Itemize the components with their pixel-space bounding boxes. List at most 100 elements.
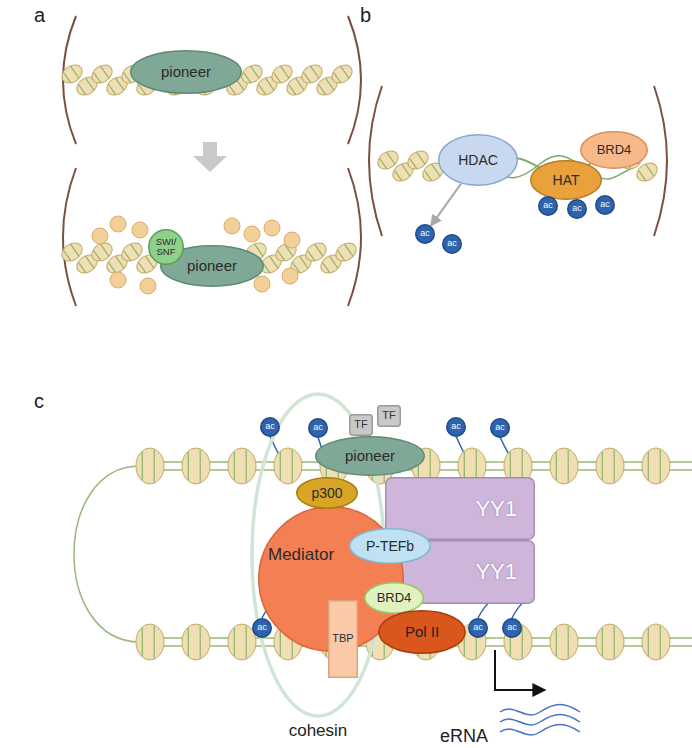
dna-wrap [638, 170, 645, 180]
dna-wrap [138, 262, 145, 272]
nucleosome-core [103, 73, 130, 99]
dna-wrap [333, 72, 340, 82]
node-shape [253, 619, 272, 638]
nucleosome [182, 448, 210, 484]
nucleus-arc [63, 168, 76, 306]
dna-wrap [251, 66, 259, 78]
acetyl-mark: ac [468, 618, 488, 638]
dna-wrap [234, 628, 235, 657]
dna-wrap [93, 72, 100, 82]
node-text: Mediator [268, 546, 334, 564]
nucleosome [73, 251, 100, 277]
node-shape [297, 478, 358, 509]
nucleosome [73, 73, 100, 99]
dna-wrap [154, 450, 155, 482]
acetyl-mark: ac [252, 618, 272, 638]
node-text: HAT [553, 173, 580, 188]
acetyl-mark: ac [260, 417, 280, 437]
dna-wrap [510, 452, 511, 481]
elongation-factor: P-TEFb [349, 528, 431, 564]
dna-wrap [614, 450, 615, 482]
dna-wrap [409, 158, 416, 168]
node-text: BRD4 [377, 591, 412, 605]
dna-wrap [464, 452, 465, 481]
node-text: TBP [332, 633, 353, 645]
node-text: YY1 [475, 497, 517, 520]
nucleosome-core [253, 73, 280, 99]
histone-octamer [92, 228, 108, 244]
transition-arrow [193, 142, 227, 172]
tf-box: TF [377, 405, 401, 427]
dna-wrap [568, 626, 569, 658]
histone-octamer [224, 218, 240, 234]
acetyl-mark: ac [567, 199, 587, 219]
node-text: ac [447, 239, 457, 248]
acetyl-mark: ac [502, 618, 522, 638]
node-text: cohesin [250, 722, 386, 740]
node-text: ac [451, 422, 461, 431]
node-text: pioneer [345, 448, 395, 464]
nucleosome [103, 73, 130, 99]
node-text: ac [495, 423, 505, 432]
dna-wrap [432, 164, 440, 176]
nucleosome-core [73, 73, 100, 99]
dna-wrap [78, 84, 85, 94]
nucleosome-core [596, 448, 624, 484]
dna-wrap [318, 84, 325, 94]
dna-wrap [78, 262, 85, 272]
pioneer-factor: pioneer [130, 50, 242, 94]
nucleus-arc [348, 168, 361, 306]
dna-wrap [246, 450, 247, 482]
dna-wrap [200, 450, 201, 482]
nucleosome [332, 239, 359, 265]
dna-wrap [243, 72, 250, 82]
dna-wrap [281, 66, 289, 78]
dna-wrap [387, 152, 395, 164]
acetyl-mark: ac [442, 234, 462, 254]
node-shape [596, 196, 615, 215]
acetyl-mark: ac [446, 417, 466, 437]
nucleosome [313, 73, 340, 99]
node-text: ac [543, 201, 553, 210]
nucleosome-core [332, 239, 359, 265]
nucleosome-core [136, 624, 164, 660]
nucleosome [317, 251, 344, 277]
node-text: HDAC [458, 153, 498, 168]
acetyl-mark: ac [415, 224, 435, 244]
node-shape [469, 619, 488, 638]
node-shape [491, 419, 510, 438]
nucleosome [228, 448, 256, 484]
dna-wrap [142, 452, 143, 481]
node-shape [568, 200, 587, 219]
dna-wrap [315, 244, 323, 256]
node-text: ac [257, 623, 267, 632]
polymerase: Pol II [378, 610, 466, 654]
dna-wrap [258, 84, 265, 94]
dna-wrap [200, 626, 201, 658]
dna-wrap [568, 450, 569, 482]
ejected-histones [92, 216, 300, 294]
nucleosome [550, 448, 578, 484]
dna-wrap [394, 170, 401, 180]
dna-wrap [63, 72, 70, 82]
dna-wrap [101, 66, 109, 78]
node-text: BRD4 [597, 143, 632, 157]
dna-wrap [154, 626, 155, 658]
nucleosome-band [58, 239, 160, 277]
dna-wrap [234, 452, 235, 481]
nucleosome [642, 448, 670, 484]
dna-wrap [379, 158, 386, 168]
node-shape [379, 611, 466, 654]
rna-wave [500, 715, 580, 725]
node-text: ac [600, 200, 610, 209]
dna-wrap [288, 84, 295, 94]
node-shape [447, 418, 466, 437]
tbp-box: TBP [328, 600, 358, 678]
panel-letter: b [360, 4, 371, 27]
nucleosome-core [389, 159, 416, 185]
dna-wrap [303, 72, 310, 82]
node-text: ac [572, 204, 582, 213]
node-text: TF [382, 410, 395, 422]
nucleosome [596, 448, 624, 484]
